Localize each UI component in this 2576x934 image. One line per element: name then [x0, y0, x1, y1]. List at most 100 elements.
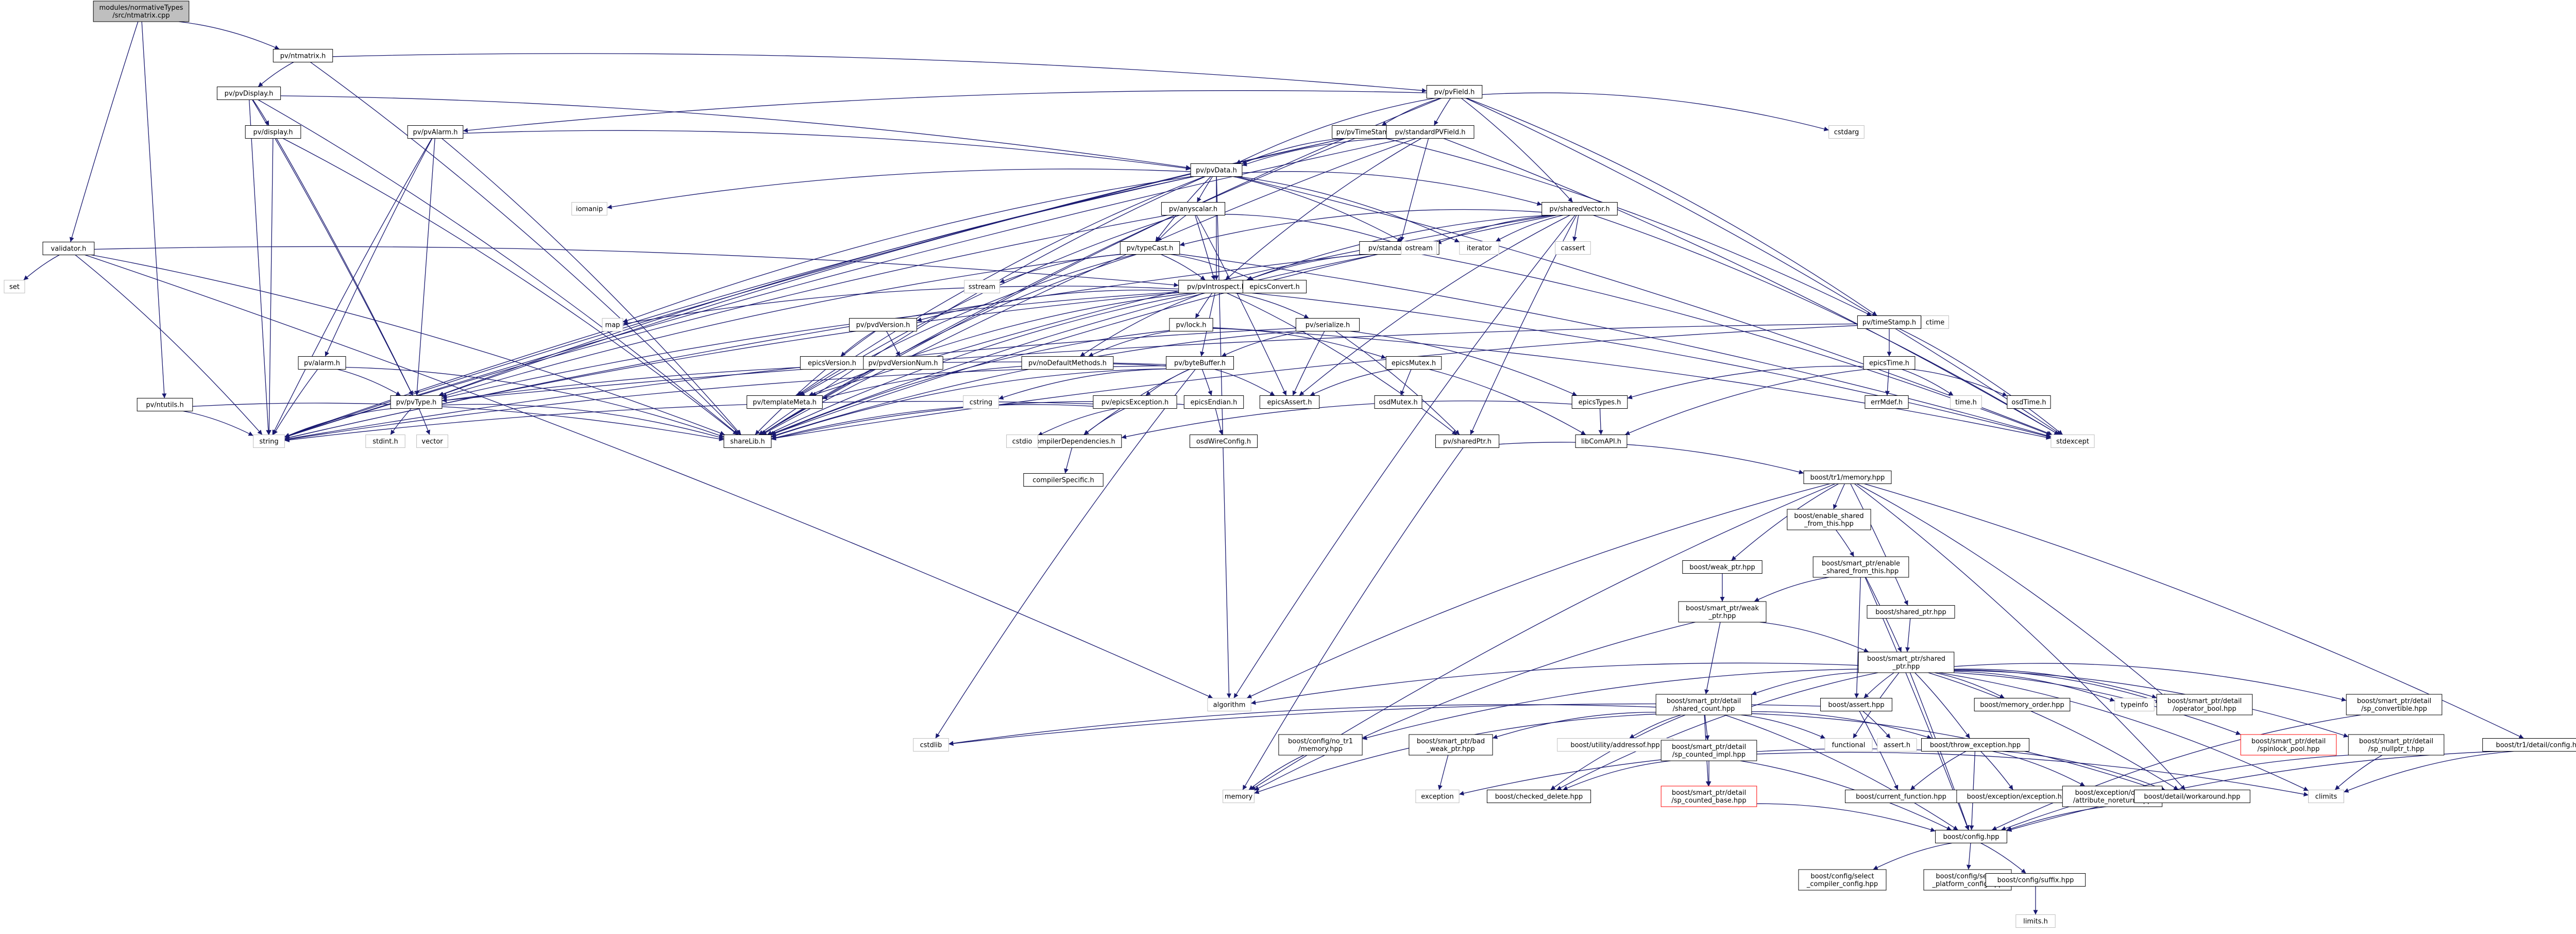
file-node-exception-exception[interactable]: boost/exception/exception.hpp	[1956, 790, 2081, 803]
file-node-epicsConvert[interactable]: epicsConvert.h	[1242, 280, 1307, 293]
file-node-osdTime[interactable]: osdTime.h	[2007, 395, 2051, 409]
file-node-pv-ntmatrix[interactable]: pv/ntmatrix.h	[273, 49, 333, 62]
file-node-sp-counted-impl[interactable]: boost/smart_ptr/detail/sp_counted_impl.h…	[1660, 740, 1757, 761]
file-node-validator[interactable]: validator.h	[42, 242, 95, 255]
file-node-sp-nullptr-t[interactable]: boost/smart_ptr/detail/sp_nullptr_t.hpp	[2348, 734, 2445, 756]
file-node-epicsVersion[interactable]: epicsVersion.h	[800, 356, 865, 370]
file-node-shared-ptr[interactable]: boost/shared_ptr.hpp	[1867, 605, 1955, 619]
file-node-pv-epicsException[interactable]: pv/epicsException.h	[1093, 395, 1177, 409]
file-node-throw-exception[interactable]: boost/throw_exception.hpp	[1921, 738, 2029, 752]
file-node-current-function[interactable]: boost/current_function.hpp	[1845, 790, 1957, 803]
file-node-osdWireConfig[interactable]: osdWireConfig.h	[1190, 435, 1258, 448]
file-node-enable-shared-from-this[interactable]: boost/enable_shared_from_this.hpp	[1787, 509, 1871, 530]
file-node-memory-order[interactable]: boost/memory_order.hpp	[1974, 698, 2071, 711]
include-edge	[284, 292, 1179, 440]
node-label: boost/smart_ptr/shared	[1867, 655, 1945, 663]
include-edge	[771, 325, 1858, 441]
file-node-pv-pvIntrospect[interactable]: pv/pvIntrospect.h	[1178, 280, 1255, 293]
include-edge	[1385, 138, 1872, 316]
file-node-pv-pvDisplay[interactable]: pv/pvDisplay.h	[216, 87, 281, 100]
node-box	[1845, 790, 1957, 803]
file-node-config-suffix[interactable]: boost/config/suffix.hpp	[1985, 873, 2086, 887]
file-node-sp-counted-base[interactable]: boost/smart_ptr/detail/sp_counted_base.h…	[1660, 786, 1757, 807]
file-node-epicsAssert[interactable]: epicsAssert.h	[1259, 395, 1320, 409]
file-node-sp-shared-count[interactable]: boost/smart_ptr/detail/shared_count.hpp	[1655, 694, 1752, 715]
file-node-sys-cstdio: cstdio	[1006, 435, 1038, 448]
node-label: pv/timeStamp.h	[1862, 319, 1916, 327]
file-node-pv-anyscalar[interactable]: pv/anyscalar.h	[1161, 202, 1226, 215]
node-label: boost/enable_shared	[1794, 512, 1863, 520]
file-node-pv-timeStamp[interactable]: pv/timeStamp.h	[1857, 315, 1922, 329]
file-node-pv-alarm[interactable]: pv/alarm.h	[298, 356, 346, 370]
file-node-pv-pvAlarm[interactable]: pv/pvAlarm.h	[407, 125, 464, 139]
file-node-ntmatrix-cpp[interactable]: modules/normativeTypes/src/ntmatrix.cpp	[93, 1, 190, 22]
file-node-select-compiler[interactable]: boost/config/select_compiler_config.hpp	[1798, 869, 1887, 891]
file-node-pvdVersionNum[interactable]: pv/pvdVersionNum.h	[863, 356, 943, 370]
file-node-weak-ptr[interactable]: boost/weak_ptr.hpp	[1682, 560, 1762, 574]
file-node-pv-typeCast[interactable]: pv/typeCast.h	[1120, 241, 1180, 255]
node-label: _platform_config.hpp	[1932, 880, 2003, 888]
node-box	[1571, 395, 1628, 409]
file-node-tr1-detail-config[interactable]: boost/tr1/detail/config.hpp	[2482, 738, 2576, 752]
file-node-libComAPI[interactable]: libComAPI.h	[1575, 435, 1628, 448]
file-node-checked-delete[interactable]: boost/checked_delete.hpp	[1486, 790, 1591, 803]
file-node-pv-display[interactable]: pv/display.h	[245, 125, 301, 139]
file-node-pv-pvField[interactable]: pv/pvField.h	[1426, 85, 1483, 98]
node-box	[1921, 315, 1949, 329]
file-node-sp-weak-ptr[interactable]: boost/smart_ptr/weak_ptr.hpp	[1678, 601, 1767, 623]
node-box	[416, 435, 448, 448]
file-node-spinlock-pool[interactable]: boost/smart_ptr/detail/spinlock_pool.hpp	[2240, 734, 2337, 756]
file-node-pv-byteBuffer[interactable]: pv/byteBuffer.h	[1166, 356, 1234, 370]
file-node-pv-pvType[interactable]: pv/pvType.h	[390, 395, 443, 409]
node-box	[1863, 356, 1916, 370]
file-node-sp-shared-ptr[interactable]: boost/smart_ptr/shared_ptr.hpp	[1858, 652, 1955, 673]
node-box	[1682, 560, 1762, 574]
include-edge	[463, 130, 1191, 171]
file-node-sp-convertible[interactable]: boost/smart_ptr/detail/sp_convertible.hp…	[2346, 694, 2443, 715]
file-node-pv-pvdVersion[interactable]: pv/pvdVersion.h	[849, 318, 917, 331]
node-label: climits	[2315, 793, 2337, 801]
file-node-epicsTypes[interactable]: epicsTypes.h	[1571, 395, 1628, 409]
file-node-compilerSpecific[interactable]: compilerSpecific.h	[1023, 473, 1104, 487]
include-edge	[414, 138, 435, 396]
include-edge	[1227, 292, 1458, 436]
file-node-sp-enable-shared[interactable]: boost/smart_ptr/enable_shared_from_this.…	[1812, 556, 1909, 578]
file-node-boost-assert[interactable]: boost/assert.hpp	[1820, 698, 1892, 711]
node-label: boost/exception/detail	[2075, 789, 2150, 797]
file-node-boost-config[interactable]: boost/config.hpp	[1935, 830, 2007, 843]
file-node-pv-standardPVField[interactable]: pv/standardPVField.h	[1386, 125, 1475, 139]
include-edge	[1598, 408, 1603, 435]
file-node-shareLib[interactable]: shareLib.h	[723, 435, 772, 448]
file-node-tr1-memory[interactable]: boost/tr1/memory.hpp	[1803, 471, 1892, 484]
file-node-pv-lock[interactable]: pv/lock.h	[1169, 318, 1213, 331]
include-edge	[75, 254, 263, 435]
node-label: epicsConvert.h	[1249, 283, 1300, 291]
node-box	[245, 125, 301, 139]
file-node-bad-weak-ptr[interactable]: boost/smart_ptr/bad_weak_ptr.hpp	[1409, 734, 1493, 756]
file-node-errMdef[interactable]: errMdef.h	[1865, 395, 1909, 409]
file-node-pv-ntutils[interactable]: pv/ntutils.h	[137, 398, 193, 411]
file-node-pv-sharedVector[interactable]: pv/sharedVector.h	[1541, 202, 1618, 215]
include-edge	[1556, 672, 1878, 791]
file-node-epicsTime[interactable]: epicsTime.h	[1863, 356, 1916, 370]
node-box	[1120, 241, 1180, 255]
file-node-compilerDependencies[interactable]: compilerDependencies.h	[1025, 435, 1122, 448]
file-node-pv-noDefaultMethods[interactable]: pv/noDefaultMethods.h	[1021, 356, 1114, 370]
include-edge	[1400, 138, 1429, 242]
file-node-epicsMutex[interactable]: epicsMutex.h	[1385, 356, 1442, 370]
file-node-workaround[interactable]: boost/detail/workaround.hpp	[2134, 790, 2250, 803]
file-node-pv-pvData[interactable]: pv/pvData.h	[1190, 163, 1243, 177]
include-edge	[1242, 138, 1394, 166]
file-node-no-tr1-memory[interactable]: boost/config/no_tr1/memory.hpp	[1278, 734, 1363, 756]
node-box	[1295, 318, 1360, 331]
file-node-epicsEndian[interactable]: epicsEndian.h	[1183, 395, 1244, 409]
file-node-operator-bool[interactable]: boost/smart_ptr/detail/operator_bool.hpp	[2156, 694, 2253, 715]
include-edge	[252, 99, 413, 396]
file-node-exception-attribute[interactable]: boost/exception/detail/attribute_noretur…	[2062, 786, 2163, 807]
file-node-osdMutex[interactable]: osdMutex.h	[1374, 395, 1422, 409]
file-node-pv-serialize[interactable]: pv/serialize.h	[1295, 318, 1360, 331]
file-node-pv-sharedPtr[interactable]: pv/sharedPtr.h	[1435, 435, 1500, 448]
node-label: assert.h	[1884, 742, 1910, 749]
file-node-pv-templateMeta[interactable]: pv/templateMeta.h	[747, 395, 823, 409]
node-label: pv/noDefaultMethods.h	[1028, 360, 1107, 368]
